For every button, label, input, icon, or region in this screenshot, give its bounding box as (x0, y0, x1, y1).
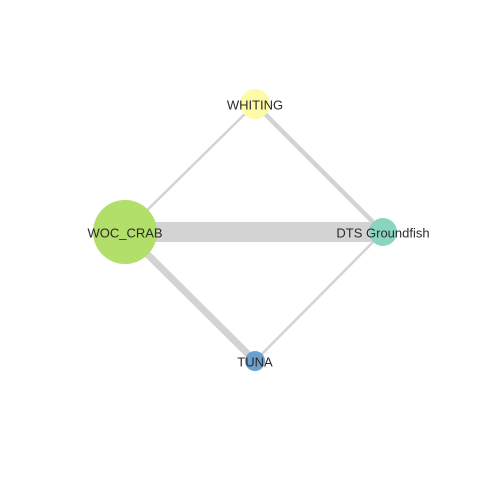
node-label-tuna: TUNA (237, 355, 273, 370)
node-label-dts-groundfish: DTS Groundfish (336, 226, 429, 241)
node-tuna (245, 351, 265, 371)
node-label-whiting: WHITING (227, 98, 283, 113)
node-label-woc-crab: WOC_CRAB (87, 226, 162, 241)
edge-whiting-dts-groundfish (253, 102, 385, 234)
node-layer (93, 89, 397, 371)
node-whiting (240, 89, 270, 119)
node-dts-groundfish (369, 218, 397, 246)
edge-dts-groundfish-tuna (254, 231, 384, 362)
node-woc-crab (93, 200, 157, 264)
